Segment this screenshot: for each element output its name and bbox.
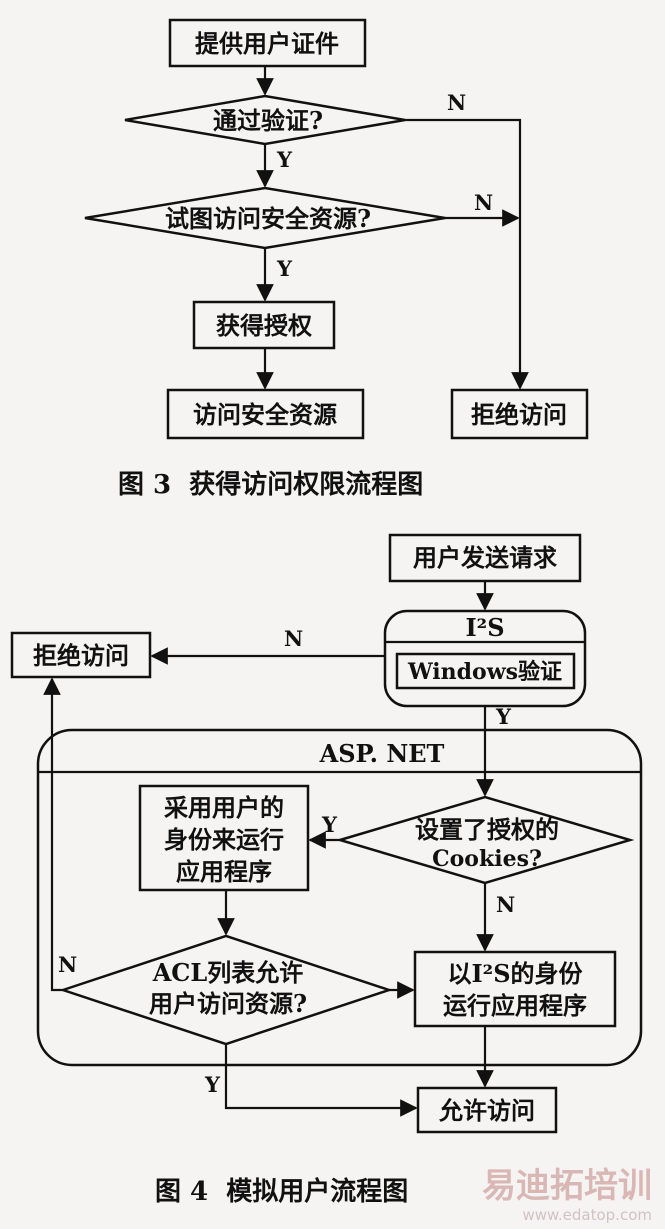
deny-access-box-fig4 [10,631,152,679]
figure-4: 用户发送请求 I²S Windows验证 拒绝访问 ASP. NET 采用用户的… [10,533,643,1207]
get-authorization-label: 获得授权 [216,311,312,340]
label-n-acl: N [58,952,77,977]
run-as-user-line-3: 应用程序 [176,857,272,886]
pass-auth-label: 通过验证? [213,106,323,135]
label-n-cookies: N [496,892,515,917]
label-y-try: Y [276,256,293,281]
label-n-auth: N [447,90,466,115]
aspnet-title: ASP. NET [319,739,445,768]
acl-line-1: ACL列表允许 [152,958,304,987]
run-as-iis-line-2: 运行应用程序 [443,991,587,1020]
run-as-user-line-2: 身份来运行 [164,825,284,854]
cookies-line-1: 设置了授权的 [415,815,559,844]
access-resource-box [166,388,365,440]
user-request-label: 用户发送请求 [413,543,557,572]
arrow-acl-no-to-deny [43,677,63,992]
watermark: 易迪拓培训 www.edatop.com [482,1166,652,1224]
provide-credentials-label: 提供用户证件 [195,29,339,58]
cookies-diamond [335,795,635,885]
aspnet-container [36,728,643,1067]
label-y-auth: Y [276,147,293,172]
label-y-iis: Y [495,704,512,729]
windows-auth-box [395,652,576,690]
run-as-user-line-1: 采用用户的 [164,793,284,822]
deny-access-box-fig3 [450,388,589,440]
acl-line-2: 用户访问资源? [149,989,307,1018]
run-as-iis-line-1: 以I²S的身份 [447,959,583,988]
arrow-auth-no-to-deny [405,118,529,390]
watermark-url: www.edatop.com [522,1206,652,1224]
try-access-label: 试图访问安全资源? [165,204,371,233]
arrow-acl-yes-to-allow [224,1044,418,1117]
label-n-try: N [474,190,493,215]
run-as-user-box [138,784,310,892]
deny-access-label-fig4: 拒绝访问 [33,641,129,670]
windows-auth-label: Windows验证 [407,659,562,685]
run-as-iis-box [413,950,617,1028]
provide-credentials-box [168,18,367,68]
figure-4-caption: 图 4 模拟用户流程图 [155,1176,408,1207]
iis-title: I²S [465,613,504,642]
figure-3-caption: 图 3 获得访问权限流程图 [118,470,423,500]
label-y-acl: Y [204,1072,221,1097]
watermark-brand: 易迪拓培训 [482,1166,652,1206]
figure-3: 提供用户证件 通过验证? 试图访问安全资源? 获得授权 访问安全资源 拒绝访问 … [84,18,589,500]
access-resource-label: 访问安全资源 [193,400,337,429]
label-y-cookies: Y [321,812,338,837]
label-n-iis: N [284,626,303,651]
allow-access-label: 允许访问 [438,1096,535,1125]
allow-access-box [416,1086,558,1134]
cookies-line-2: Cookies? [432,846,542,872]
deny-access-label-fig3: 拒绝访问 [471,400,567,429]
